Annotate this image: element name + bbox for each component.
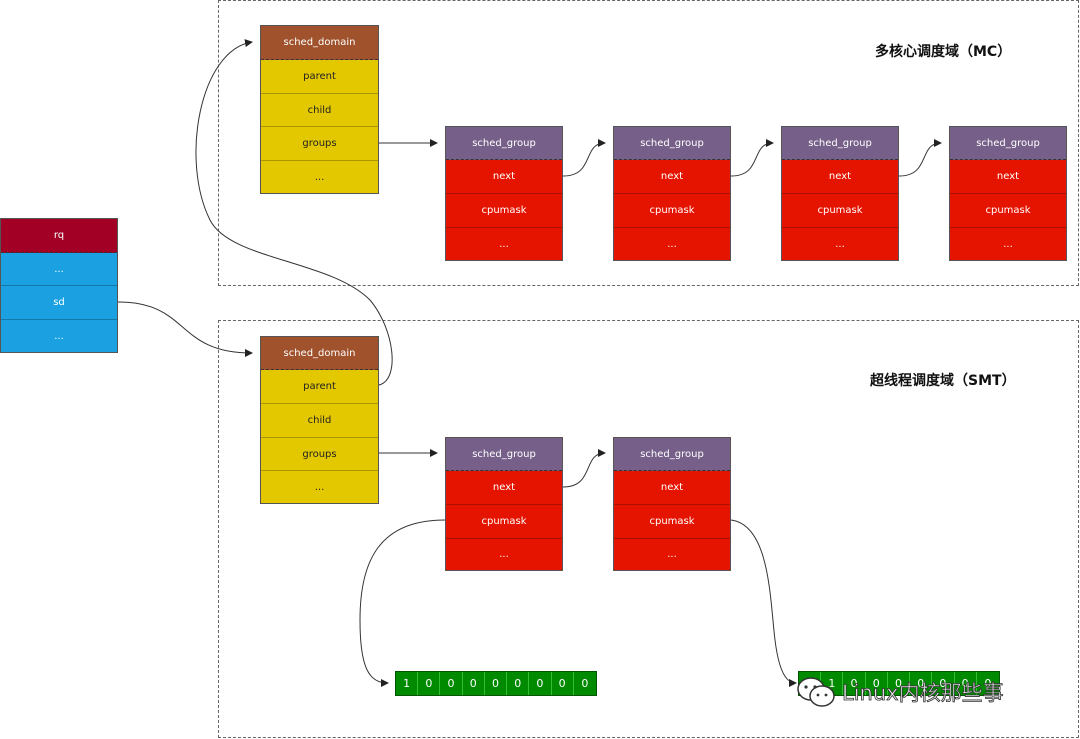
sched-group-field-ellipsis: ...: [782, 228, 898, 260]
sched-group-field-cpumask: cpumask: [614, 505, 730, 539]
rq-field-sd: sd: [1, 286, 117, 320]
bit-cell: 0: [463, 672, 485, 695]
sched-domain-field-parent: parent: [261, 60, 378, 94]
mc-next-arrow-1: [562, 139, 606, 177]
mc-sched-group-4: sched_group next cpumask ...: [949, 126, 1067, 261]
sched-group-field-cpumask: cpumask: [614, 194, 730, 228]
parent-pointer-arrow: [195, 39, 393, 386]
cpumask-bitmap-left: 1 0 0 0 0 0 0 0 0: [395, 671, 597, 696]
smt-next-arrow: [562, 449, 606, 488]
rq-struct: rq ... sd ...: [0, 218, 118, 353]
bit-cell: 0: [932, 672, 955, 695]
sched-domain-field-child: child: [261, 404, 378, 438]
sched-group-field-ellipsis: ...: [614, 539, 730, 570]
mc-region-title: 多核心调度域（MC）: [875, 44, 1012, 60]
sched-group-header: sched_group: [782, 127, 898, 160]
sched-group-header: sched_group: [446, 127, 562, 160]
bit-cell: 0: [843, 672, 866, 695]
sched-group-header: sched_group: [614, 127, 730, 160]
mc-next-arrow-3: [898, 139, 942, 177]
cpumask-arrow-right: [730, 519, 797, 687]
sched-domain-field-groups: groups: [261, 438, 378, 471]
sched-group-header: sched_group: [614, 438, 730, 471]
bit-cell: 0: [418, 672, 441, 695]
bit-cell: 1: [396, 672, 419, 695]
bit-cell: 0: [581, 677, 589, 690]
sched-domain-header: sched_domain: [261, 337, 378, 370]
sched-group-field-ellipsis: ...: [614, 228, 730, 260]
sched-group-field-cpumask: cpumask: [950, 194, 1066, 228]
rq-field: ...: [1, 320, 117, 352]
mc-domain-region: [218, 0, 1079, 286]
sched-domain-field-ellipsis: ...: [261, 161, 378, 193]
smt-region-title: 超线程调度域（SMT）: [870, 373, 1016, 389]
sched-group-field-ellipsis: ...: [446, 539, 562, 570]
sched-group-field-next: next: [614, 160, 730, 194]
bit-cell: 0: [910, 672, 933, 695]
sched-domain-field-groups: groups: [261, 127, 378, 161]
mc-sched-domain: sched_domain parent child groups ...: [260, 25, 379, 194]
bit-cell: 0: [507, 672, 530, 695]
sched-group-field-cpumask: cpumask: [446, 505, 562, 539]
wechat-icon: [797, 677, 835, 707]
bit-cell: 1: [821, 672, 844, 695]
sched-domain-header: sched_domain: [261, 26, 378, 60]
rq-header: rq: [1, 219, 117, 253]
sched-group-field-ellipsis: ...: [950, 228, 1066, 260]
bit-cell: 0: [984, 677, 992, 690]
sched-group-field-cpumask: cpumask: [782, 194, 898, 228]
smt-sched-group-2: sched_group next cpumask ...: [613, 437, 731, 571]
mc-next-arrow-2: [730, 139, 774, 177]
bit-cell: 0: [440, 672, 463, 695]
sched-group-header: sched_group: [446, 438, 562, 471]
sched-group-field-next: next: [446, 471, 562, 505]
sched-group-field-next: next: [614, 471, 730, 505]
rq-field: ...: [1, 253, 117, 286]
sched-group-field-next: next: [782, 160, 898, 194]
mc-sched-group-2: sched_group next cpumask ...: [613, 126, 731, 261]
mc-sched-group-3: sched_group next cpumask ...: [781, 126, 899, 261]
bit-cell: 0: [552, 672, 574, 695]
watermark-text: Linux内核那些事: [842, 681, 1004, 706]
bit-cell: 0: [866, 672, 888, 695]
sched-group-field-next: next: [446, 160, 562, 194]
sched-domain-field-parent: parent: [261, 370, 378, 404]
smt-domain-region: [218, 320, 1079, 738]
rq-sd-arrow: [117, 301, 253, 357]
cpumask-arrow-left: [359, 519, 446, 687]
mc-sched-group-1: sched_group next cpumask ...: [445, 126, 563, 261]
sched-group-field-cpumask: cpumask: [446, 194, 562, 228]
bit-cell: 0: [888, 672, 911, 695]
sched-group-field-next: next: [950, 160, 1066, 194]
bit-cell: 0: [529, 672, 552, 695]
bit-cell: 0: [955, 672, 977, 695]
bit-cell: 0: [485, 672, 508, 695]
smt-sched-group-1: sched_group next cpumask ...: [445, 437, 563, 571]
sched-domain-field-child: child: [261, 94, 378, 127]
smt-sched-domain: sched_domain parent child groups ...: [260, 336, 379, 504]
watermark: Linux内核那些事: [796, 676, 1004, 708]
sched-group-field-ellipsis: ...: [446, 228, 562, 260]
sched-domain-field-ellipsis: ...: [261, 471, 378, 503]
sched-group-header: sched_group: [950, 127, 1066, 160]
